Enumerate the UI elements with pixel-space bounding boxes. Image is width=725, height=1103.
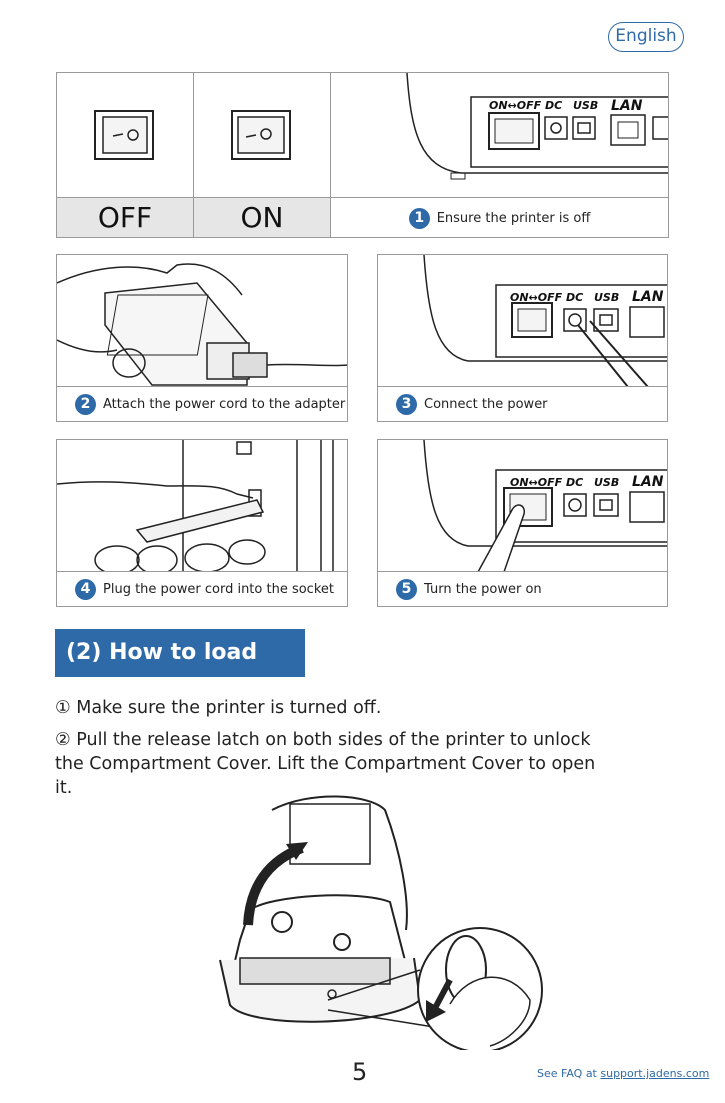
step-text: Turn the power on	[424, 581, 542, 597]
svg-text:DC: DC	[566, 476, 583, 489]
svg-text:LAN: LAN	[632, 289, 664, 305]
section-title: (2) How to load label	[55, 629, 305, 713]
step-number: 5	[396, 578, 417, 600]
adapter-illustration	[57, 263, 347, 386]
socket-illustration	[57, 440, 334, 572]
switch-on-illustration	[231, 110, 291, 160]
step-2-caption: 2 Attach the power cord to the adapter	[57, 386, 347, 421]
switch-off-label: OFF	[57, 197, 193, 237]
svg-text:DC: DC	[566, 291, 583, 304]
step-text: Attach the power cord to the adapter	[103, 396, 346, 412]
language-badge: English	[608, 22, 684, 52]
step-3-caption: 3 Connect the power	[378, 386, 667, 421]
step-3-panel: ON↔OFF DC USB LAN 3 Connect the power	[377, 254, 668, 422]
svg-text:USB: USB	[573, 99, 598, 112]
printer-back-illustration: ON↔OFF DC USB LAN	[406, 73, 668, 180]
step-1-caption: 1 Ensure the printer is off	[330, 197, 668, 237]
svg-text:LAN: LAN	[611, 98, 643, 114]
switch-off-illustration	[94, 110, 154, 160]
faq-note: See FAQ at support.jadens.com	[537, 1067, 709, 1080]
svg-text:ON↔OFF: ON↔OFF	[489, 99, 542, 112]
svg-text:USB: USB	[594, 291, 619, 304]
faq-link[interactable]: support.jadens.com	[600, 1067, 710, 1080]
step-number: 3	[396, 393, 417, 415]
step-number: 2	[75, 393, 96, 415]
switch-on-label: ON	[193, 197, 330, 237]
step-text: Ensure the printer is off	[436, 210, 591, 226]
turn-on-illustration: ON↔OFF DC USB LAN	[423, 440, 667, 572]
page-number: 5	[352, 1058, 368, 1086]
svg-text:ON↔OFF: ON↔OFF	[510, 476, 563, 489]
step-5-panel: ON↔OFF DC USB LAN 5 Turn the power on	[377, 439, 668, 607]
step-1-panel: ON↔OFF DC USB LAN OFF ON 1 Ensure the pr…	[56, 72, 669, 238]
step-4-panel: 4 Plug the power cord into the socket	[56, 439, 348, 607]
step-text: Plug the power cord into the socket	[103, 581, 334, 597]
step-number: 1	[408, 207, 430, 229]
step-2-panel: 2 Attach the power cord to the adapter	[56, 254, 348, 422]
svg-text:LAN: LAN	[632, 474, 664, 490]
svg-text:DC: DC	[545, 99, 562, 112]
faq-prefix: See FAQ at	[537, 1067, 601, 1080]
step-4-caption: 4 Plug the power cord into the socket	[57, 571, 347, 606]
step-5-caption: 5 Turn the power on	[378, 571, 667, 606]
svg-text:ON↔OFF: ON↔OFF	[510, 291, 563, 304]
instruction-2: ② Pull the release latch on both sides o…	[55, 730, 596, 798]
step-number: 4	[75, 578, 96, 600]
open-printer-illustration	[219, 795, 543, 1050]
svg-text:USB: USB	[594, 476, 619, 489]
connect-power-illustration: ON↔OFF DC USB LAN	[423, 255, 667, 387]
step-text: Connect the power	[424, 396, 548, 412]
instruction-1: ① Make sure the printer is turned off.	[55, 698, 382, 718]
